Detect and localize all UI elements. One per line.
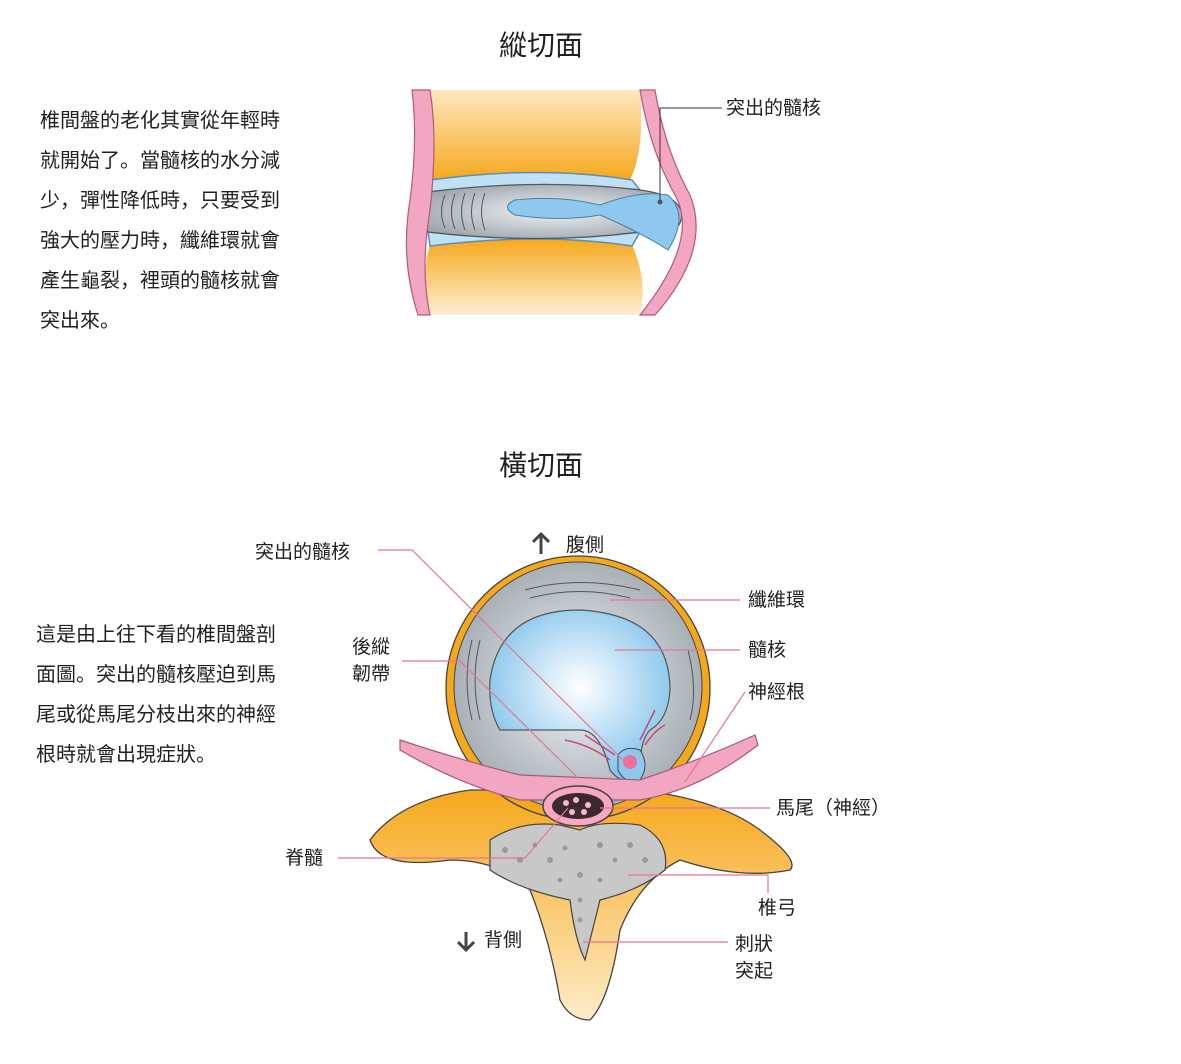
label-herniated-nucleus: 突出的髓核 (255, 541, 351, 563)
sagittal-diagram (405, 89, 722, 316)
label-annulus: 纖維環 (748, 589, 806, 611)
label-posterior-ligament: 後縱 韌帶 (352, 634, 390, 688)
transverse-title: 橫切面 (498, 449, 584, 482)
label-line: 刺狀 (735, 933, 774, 955)
label-line: 韌帶 (352, 663, 391, 685)
text-line: 尾或從馬尾分枝出來的神經 (36, 702, 276, 726)
text-line: 少，彈性降低時，只要受到 (40, 188, 280, 212)
label-line: 後縱 (352, 636, 391, 658)
label-dorsal: 背側 (484, 929, 523, 951)
transverse-description: 這是由上往下看的椎間盤剖 面圖。突出的髓核壓迫到馬 尾或從馬尾分枝出來的神經 根… (36, 614, 326, 774)
arrow-up-icon (531, 531, 551, 554)
transverse-diagram (338, 531, 793, 1021)
arrow-down-icon (456, 932, 476, 953)
label-nerve-root: 神經根 (748, 681, 806, 703)
sagittal-title: 縱切面 (498, 29, 584, 62)
text-line: 椎間盤的老化其實從年輕時 (40, 108, 280, 132)
label-nucleus: 髓核 (748, 639, 787, 661)
label-lamina: 椎弓 (758, 897, 797, 919)
label-ventral: 腹側 (566, 534, 605, 556)
text-line: 面圖。突出的髓核壓迫到馬 (36, 662, 276, 686)
leader-lines (338, 549, 770, 943)
text-line: 就開始了。當髓核的水分減 (40, 148, 280, 172)
text-line: 突出來。 (40, 308, 120, 332)
label-cauda-equina: 馬尾（神經） (776, 797, 891, 819)
label-herniated-nucleus-sagittal: 突出的髓核 (726, 97, 822, 119)
text-line: 強大的壓力時，纖維環就會 (40, 228, 280, 252)
label-spinal-cord: 脊髓 (285, 847, 324, 869)
text-line: 這是由上往下看的椎間盤剖 (36, 622, 276, 646)
label-spinous-process: 刺狀 突起 (735, 931, 773, 985)
text-line: 根時就會出現症狀。 (36, 742, 216, 766)
label-line: 突起 (735, 960, 774, 982)
sagittal-description: 椎間盤的老化其實從年輕時 就開始了。當髓核的水分減 少，彈性降低時，只要受到 強… (40, 100, 330, 340)
text-line: 產生龜裂，裡頭的髓核就會 (40, 268, 280, 292)
